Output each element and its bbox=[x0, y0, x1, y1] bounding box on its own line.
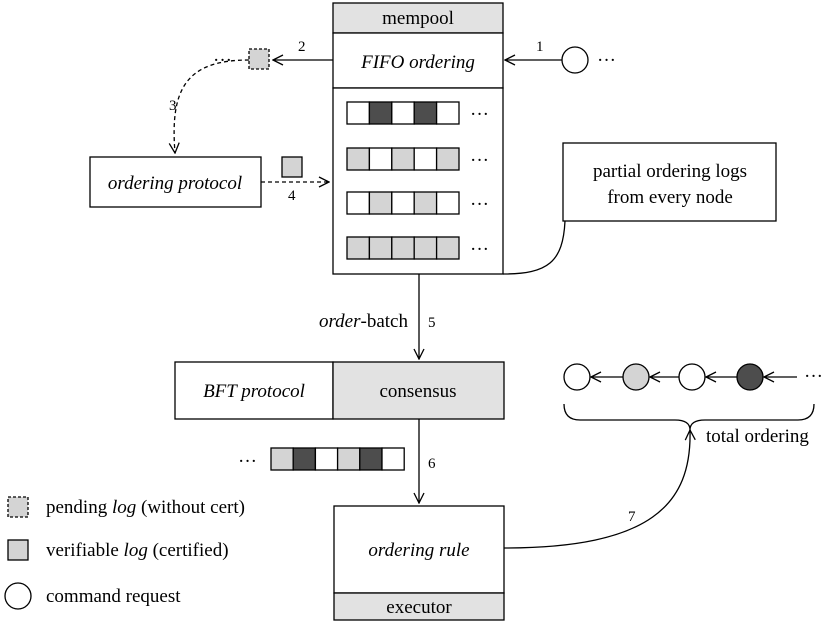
log-cell bbox=[391, 101, 415, 125]
verifiable-log-square bbox=[281, 156, 303, 178]
step-6-label: 6 bbox=[428, 456, 436, 472]
pending-log-square bbox=[248, 48, 270, 70]
step-2-label: 2 bbox=[298, 39, 306, 55]
log-cell bbox=[391, 191, 415, 215]
ordering-protocol-box bbox=[89, 156, 262, 208]
order-batch-italic: order bbox=[319, 311, 361, 332]
command-request-circle bbox=[561, 46, 589, 74]
log-row-ellipsis: ··· bbox=[470, 150, 489, 171]
step-7-arrow bbox=[503, 430, 690, 549]
log-cell bbox=[435, 101, 460, 125]
batch-cell bbox=[336, 447, 361, 471]
log-row-ellipsis: ··· bbox=[470, 104, 489, 125]
batch-cell bbox=[381, 447, 405, 471]
log-cell bbox=[368, 191, 393, 215]
pending-ellipsis: ··· bbox=[213, 50, 232, 71]
log-row-ellipsis: ··· bbox=[470, 239, 489, 260]
log-cell bbox=[346, 147, 371, 171]
total-ordering-circle bbox=[622, 363, 650, 391]
total-ordering-label: total ordering bbox=[706, 426, 809, 447]
executor-footer bbox=[333, 592, 505, 621]
log-cell bbox=[391, 147, 415, 171]
step-3-label: 3 bbox=[169, 98, 177, 114]
log-cell bbox=[413, 101, 438, 125]
order-batch-plain: -batch bbox=[361, 311, 409, 332]
log-cell bbox=[346, 101, 371, 125]
batch-cell bbox=[314, 447, 339, 471]
fifo-ordering-label: FIFO ordering bbox=[360, 52, 475, 73]
request-ellipsis: ··· bbox=[597, 50, 616, 71]
fifo-ordering-box bbox=[332, 32, 504, 89]
log-cell bbox=[391, 236, 415, 260]
batch-cell bbox=[270, 447, 294, 471]
total-ordering-circle bbox=[563, 363, 591, 391]
ordering-protocol-label: ordering protocol bbox=[108, 173, 242, 194]
mempool-log-rows: ··· ··· ··· ··· bbox=[346, 101, 489, 260]
log-cell bbox=[368, 101, 393, 125]
consensus-box bbox=[332, 361, 505, 420]
legend-pending-suffix: (without cert) bbox=[136, 497, 245, 518]
log-cell bbox=[413, 191, 438, 215]
total-ordering-chain bbox=[563, 363, 797, 391]
legend-verifiable-text: verifiable log (certified) bbox=[46, 540, 229, 561]
log-cell bbox=[346, 191, 371, 215]
ordering-rule-label: ordering rule bbox=[368, 540, 469, 561]
legend-pending-italic: log bbox=[112, 497, 136, 518]
batch-cell bbox=[292, 447, 317, 471]
partial-logs-connector bbox=[502, 220, 566, 275]
log-cell bbox=[368, 236, 393, 260]
log-cell bbox=[413, 236, 438, 260]
partial-logs-line1: partial ordering logs bbox=[593, 161, 747, 182]
ordering-rule-box bbox=[333, 505, 505, 594]
log-cell bbox=[413, 147, 438, 171]
bft-protocol-box bbox=[174, 361, 334, 420]
legend-verifiable-italic: log bbox=[124, 540, 148, 561]
legend-pending-text: pending log (without cert) bbox=[46, 497, 245, 518]
batch-ellipsis: ··· bbox=[238, 451, 257, 472]
legend-request-text: command request bbox=[46, 586, 181, 607]
total-ordering-circle bbox=[678, 363, 706, 391]
legend-request-swatch bbox=[4, 582, 32, 610]
ordered-batch-row bbox=[270, 447, 405, 471]
mempool-title: mempool bbox=[382, 8, 454, 29]
legend-verifiable-suffix: (certified) bbox=[148, 540, 229, 561]
total-ordering-ellipsis: ··· bbox=[804, 366, 823, 387]
legend: pending log (without cert) verifiable lo… bbox=[4, 496, 245, 610]
log-cell bbox=[435, 191, 460, 215]
consensus-label: consensus bbox=[379, 381, 456, 402]
bft-protocol-label: BFT protocol bbox=[203, 381, 305, 402]
step-3-arrow bbox=[174, 59, 250, 153]
batch-cell bbox=[359, 447, 383, 471]
log-cell bbox=[435, 236, 460, 260]
mempool-header bbox=[332, 2, 504, 34]
log-cell bbox=[368, 147, 393, 171]
step-5-label: 5 bbox=[428, 315, 436, 331]
legend-verifiable-prefix: verifiable bbox=[46, 540, 124, 561]
total-ordering-brace bbox=[563, 403, 815, 431]
partial-logs-line2: from every node bbox=[607, 187, 733, 208]
legend-pending-swatch bbox=[7, 496, 29, 518]
order-batch-label: order-batch bbox=[319, 311, 409, 332]
step-1-label: 1 bbox=[536, 39, 544, 55]
total-ordering-circle bbox=[736, 363, 764, 391]
legend-verifiable-swatch bbox=[7, 539, 29, 561]
step-7-label: 7 bbox=[628, 509, 636, 525]
log-row-ellipsis: ··· bbox=[470, 194, 489, 215]
log-cell bbox=[435, 147, 460, 171]
step-4-label: 4 bbox=[288, 188, 296, 204]
mempool-box: mempool FIFO ordering ··· ··· ··· ··· bbox=[332, 2, 504, 275]
legend-pending-prefix: pending bbox=[46, 497, 112, 518]
partial-logs-box bbox=[562, 142, 777, 222]
log-cell bbox=[346, 236, 371, 260]
executor-title: executor bbox=[386, 597, 452, 618]
